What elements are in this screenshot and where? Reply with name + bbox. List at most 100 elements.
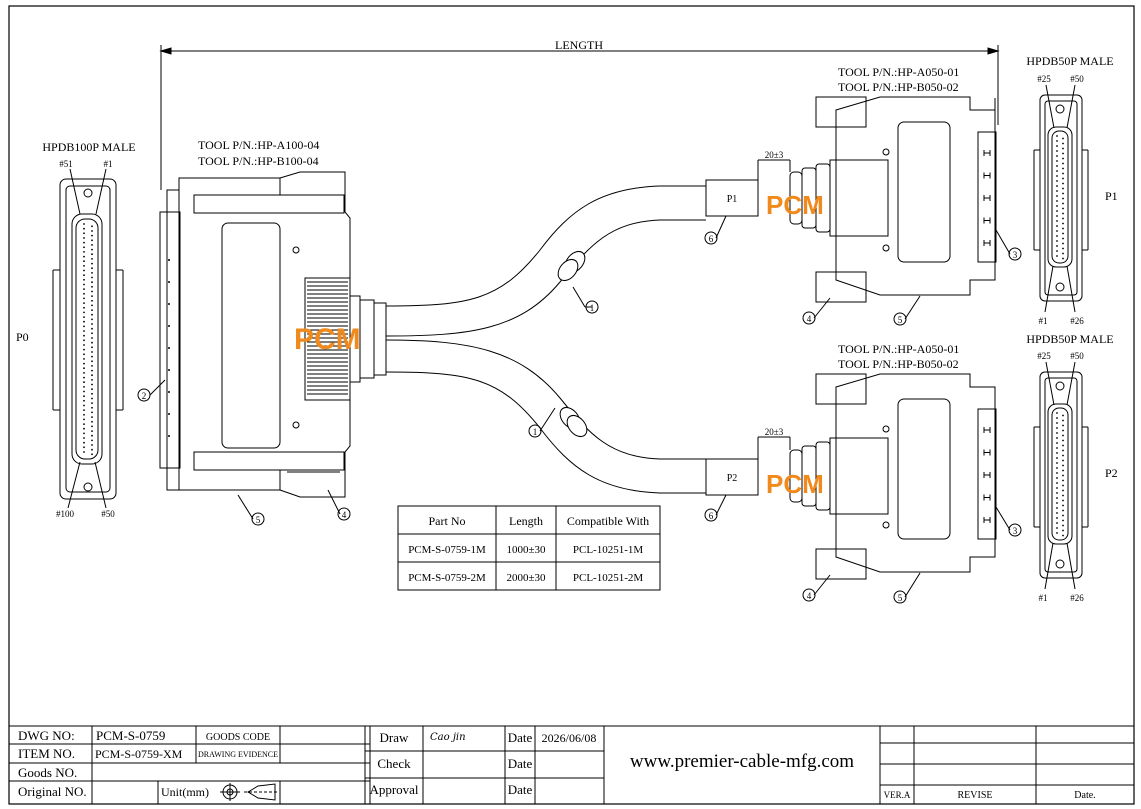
pin-dot — [83, 381, 85, 384]
pin-dot — [83, 334, 85, 337]
pin-dot — [83, 358, 85, 360]
p2-backshell: TOOL P/N.:HP-A050-01 TOOL P/N.:HP-B050-0… — [705, 342, 997, 580]
pin-dot — [83, 251, 85, 253]
pin-dot — [91, 290, 93, 293]
callout-3-p1-text: 3 — [1013, 250, 1018, 260]
pin-dot — [1056, 442, 1058, 444]
pin-dot — [1056, 170, 1058, 172]
parts-table-header: Part No — [429, 514, 466, 528]
pin-dot — [1062, 444, 1064, 447]
pin-dot — [1062, 257, 1064, 260]
pin-dot — [83, 404, 85, 407]
pin-dot — [1056, 527, 1058, 529]
date-col-label: Date. — [1074, 790, 1095, 801]
pin-dot — [1062, 147, 1064, 150]
pin-dot — [91, 388, 93, 391]
pin-dot — [91, 355, 93, 358]
callout-4-p1-text: 4 — [807, 314, 812, 324]
pin-dot — [83, 339, 85, 342]
pin-dot — [1062, 459, 1064, 462]
pin-tick — [983, 494, 991, 501]
pin-dot — [91, 406, 93, 409]
pin-dot — [83, 386, 85, 388]
p2-tool-pn-b: TOOL P/N.:HP-B050-02 — [838, 357, 959, 371]
callout-4-p1 — [802, 311, 816, 325]
side-mark — [168, 347, 170, 349]
pin-tick — [983, 427, 991, 433]
p2-sleeve-label: P2 — [727, 473, 738, 484]
pin-dot — [1062, 222, 1064, 225]
pin-dot — [91, 248, 93, 251]
parts-table-cell: PCM-S-0759-1M — [408, 544, 486, 556]
callout-2 — [137, 388, 151, 402]
pin-dot — [1062, 484, 1064, 487]
pin-dot — [83, 367, 85, 370]
pin-tick — [983, 195, 991, 201]
check-label: Check — [377, 756, 411, 771]
pin-dot — [83, 260, 85, 263]
pin-dot — [1062, 534, 1064, 537]
pin-dot — [1056, 235, 1058, 237]
pin-dot — [1062, 514, 1064, 517]
p1-pin-ticks — [983, 150, 991, 246]
pin-dot — [91, 244, 93, 246]
pin-dot — [1062, 182, 1064, 185]
p1-pin-50: #50 — [1070, 74, 1084, 84]
pin-tick — [983, 172, 991, 179]
pin-dot — [91, 453, 93, 456]
item-no: PCM-S-0759-XM — [95, 747, 183, 761]
p2-label: P2 — [1105, 466, 1118, 480]
pin-dot — [1056, 467, 1058, 469]
pin-dot — [83, 390, 85, 393]
dwg-no: PCM-S-0759 — [96, 728, 165, 743]
p0-pin-rows — [83, 223, 93, 456]
draw-date: 2026/06/08 — [542, 731, 597, 745]
pin-dot — [83, 232, 85, 235]
pin-dot — [1056, 417, 1058, 419]
length-dimension: LENGTH — [159, 38, 1000, 190]
pin-dot — [83, 413, 85, 416]
p0-label: P0 — [16, 330, 29, 344]
pin-dot — [1056, 522, 1058, 524]
pin-dot — [1056, 492, 1058, 494]
pin-dot — [91, 360, 93, 363]
callout-3-p2 — [1008, 523, 1022, 537]
callout-2-text: 2 — [142, 391, 147, 401]
pin-dot — [83, 344, 85, 346]
pin-dot — [1062, 227, 1064, 230]
pin-dot — [91, 272, 93, 274]
pin-dot — [1062, 152, 1064, 155]
pin-dot — [91, 430, 93, 432]
pin-dot — [83, 451, 85, 453]
pin-dot — [1056, 482, 1058, 484]
goods-no-label: Goods NO. — [18, 765, 77, 780]
cable-assembly — [385, 185, 706, 494]
p1-tool-pn-a: TOOL P/N.:HP-A050-01 — [838, 65, 959, 79]
pin-tick — [983, 217, 991, 224]
pin-dot — [1062, 524, 1064, 527]
pin-dot — [91, 262, 93, 265]
pin-dot — [1056, 190, 1058, 192]
ver-label: VER.A — [884, 790, 911, 800]
pin-dot — [91, 309, 93, 311]
pin-dot — [91, 351, 93, 353]
pin-dot — [1062, 449, 1064, 452]
draw-signature: Cao jin — [430, 732, 466, 743]
parts-table-cell: 1000±30 — [506, 544, 546, 556]
pin-dot — [91, 397, 93, 400]
pin-dot — [91, 230, 93, 232]
p0-connector-name: HPDB100P MALE — [42, 140, 135, 154]
pin-dot — [83, 372, 85, 374]
pin-dot — [1062, 454, 1064, 457]
callouts: 1 1 2 5 4 6 6 3 3 4 — [137, 215, 1022, 604]
pin-dot — [1062, 212, 1064, 215]
pin-tick — [983, 517, 991, 523]
p1-pin-25: #25 — [1037, 74, 1051, 84]
pin-dot — [83, 278, 85, 281]
p0-pin-1: #1 — [104, 159, 113, 169]
p0-pin-50: #50 — [101, 509, 115, 519]
pin-dot — [1056, 165, 1058, 167]
pin-dot — [1056, 427, 1058, 429]
parts-table-cell: PCL-10251-1M — [573, 544, 644, 556]
pin-dot — [1062, 252, 1064, 255]
